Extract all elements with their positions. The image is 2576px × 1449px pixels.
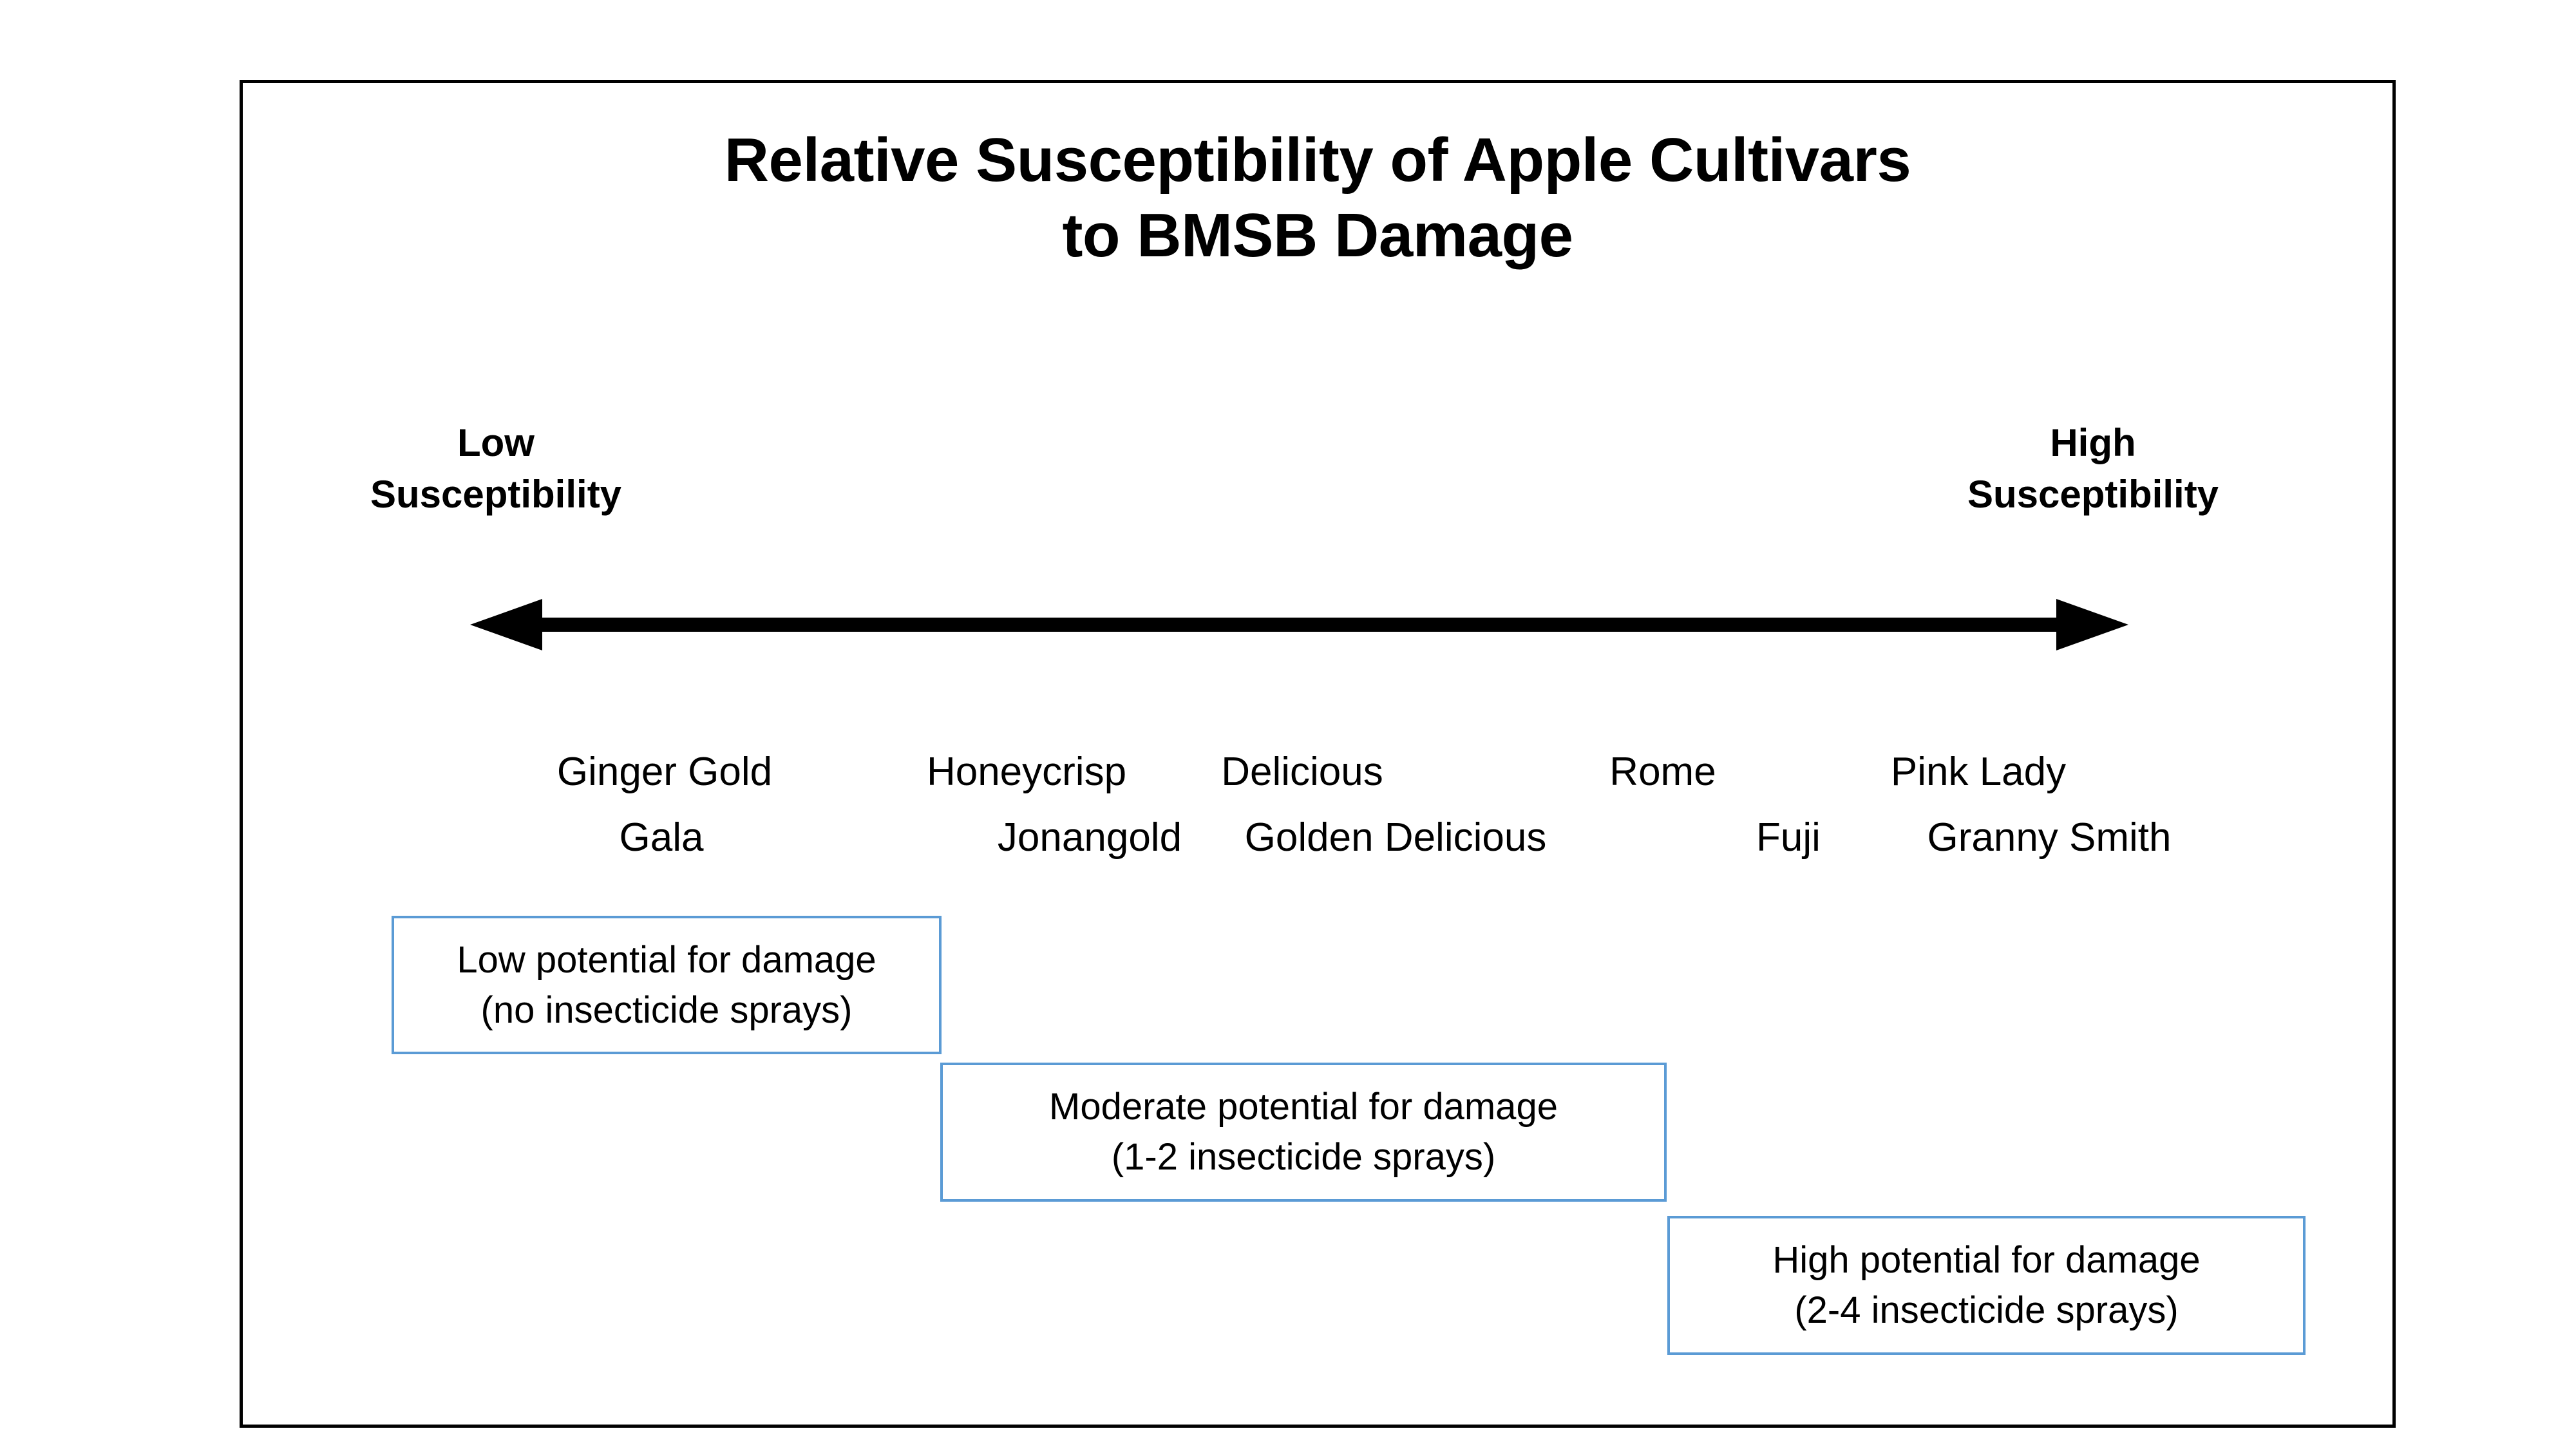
cultivar-pink-lady: Pink Lady (1890, 750, 2067, 794)
low-susceptibility-line-1: Low (457, 421, 535, 464)
cultivar-golden-delicious: Golden Delicious (1244, 815, 1547, 860)
page-title-line-1: Relative Susceptibility of Apple Cultiva… (724, 126, 1911, 194)
cultivar-honeycrisp: Honeycrisp (926, 750, 1127, 794)
low-damage-line-1: Low potential for damage (457, 938, 876, 981)
cultivar-jonangold: Jonangold (997, 815, 1182, 860)
slide-frame (240, 80, 2396, 1428)
double-headed-arrow-icon (470, 599, 2128, 650)
page-title-line-2: to BMSB Damage (1062, 201, 1573, 270)
moderate-damage-potential-box: Moderate potential for damage (1-2 insec… (940, 1063, 1667, 1202)
low-damage-line-2: (no insecticide sprays) (480, 989, 853, 1031)
cultivar-gala: Gala (619, 815, 704, 860)
cultivar-row-top: Ginger Gold Honeycrisp Delicious Rome Pi… (240, 749, 2396, 813)
cultivar-delicious: Delicious (1221, 750, 1383, 794)
cultivar-ginger-gold: Ginger Gold (556, 750, 773, 794)
moderate-damage-line-2: (1-2 insecticide sprays) (1111, 1136, 1496, 1178)
low-damage-potential-box: Low potential for damage (no insecticide… (392, 916, 942, 1054)
high-susceptibility-line-2: Susceptibility (1967, 472, 2219, 516)
high-damage-potential-box: High potential for damage (2-4 insectici… (1667, 1216, 2306, 1355)
low-susceptibility-label: Low Susceptibility (338, 417, 654, 520)
low-susceptibility-line-2: Susceptibility (370, 472, 622, 516)
cultivar-fuji: Fuji (1756, 815, 1821, 860)
cultivar-rome: Rome (1609, 750, 1716, 794)
cultivar-granny-smith: Granny Smith (1927, 815, 2172, 860)
high-damage-line-1: High potential for damage (1772, 1239, 2201, 1282)
cultivar-row-bottom: Gala Jonangold Golden Delicious Fuji Gra… (240, 815, 2396, 879)
high-damage-line-2: (2-4 insecticide sprays) (1794, 1289, 2179, 1331)
high-susceptibility-line-1: High (2050, 421, 2136, 464)
high-susceptibility-label: High Susceptibility (1935, 417, 2251, 520)
page-title: Relative Susceptibility of Apple Cultiva… (240, 122, 2396, 273)
moderate-damage-line-1: Moderate potential for damage (1049, 1086, 1558, 1128)
